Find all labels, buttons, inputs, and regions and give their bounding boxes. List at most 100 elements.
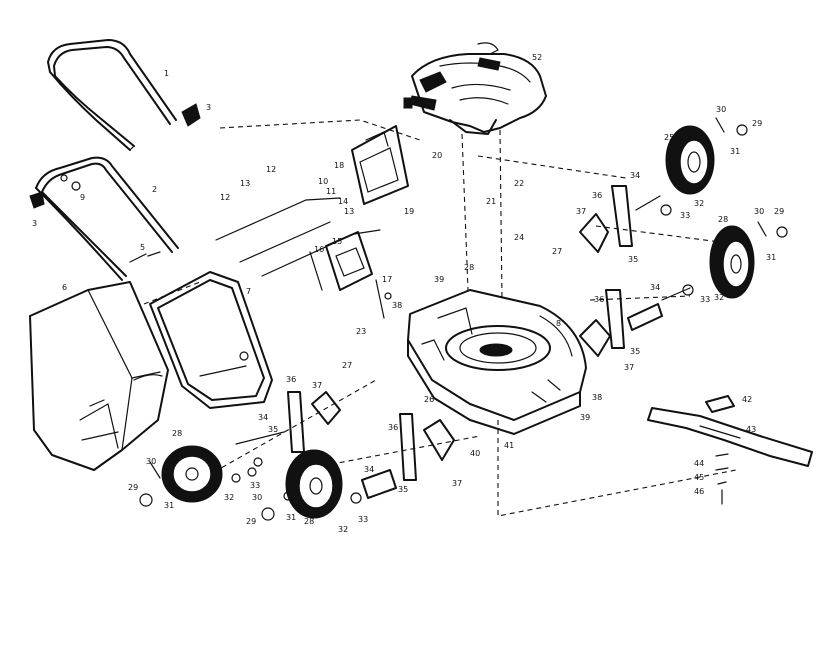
callout-32: 32 [714, 293, 724, 302]
handle-bolt [129, 251, 161, 263]
callout-34: 34 [364, 465, 374, 474]
callout-26: 26 [424, 395, 434, 404]
callout-33: 33 [680, 211, 690, 220]
callout-31: 31 [766, 253, 776, 262]
callout-37: 37 [624, 363, 634, 372]
callout-40: 40 [470, 449, 480, 458]
handle-knob-left [29, 191, 45, 209]
height-adjuster-right-rear [579, 287, 691, 357]
callout-44: 44 [694, 459, 704, 468]
callout-37: 37 [452, 479, 462, 488]
callout-31: 31 [164, 501, 174, 510]
callout-32: 32 [338, 525, 348, 534]
wheel-rear-right [709, 225, 755, 299]
wheel-rear-left [161, 445, 223, 503]
callout-37: 37 [576, 207, 586, 216]
callout-14: 14 [338, 197, 348, 206]
callout-23: 23 [356, 327, 366, 336]
callout-39: 39 [434, 275, 444, 284]
callout-45: 45 [694, 473, 704, 482]
callout-28: 28 [464, 263, 474, 272]
callout-13: 13 [240, 179, 250, 188]
callout-32: 32 [224, 493, 234, 502]
engine [403, 42, 547, 135]
callout-43: 43 [746, 425, 756, 434]
callout-39: 39 [580, 413, 590, 422]
callout-12: 12 [266, 165, 276, 174]
callout-29: 29 [128, 483, 138, 492]
callout-33: 33 [358, 515, 368, 524]
callout-22: 22 [514, 179, 524, 188]
wheel-front-right [665, 125, 715, 195]
bag-frame [149, 271, 273, 409]
height-adjuster-left-front [361, 413, 455, 499]
handle-knob [181, 103, 201, 127]
callout-41: 41 [504, 441, 514, 450]
callout-1: 1 [164, 69, 169, 78]
callout-30: 30 [146, 457, 156, 466]
callout-25: 25 [664, 133, 674, 142]
callout-29: 29 [246, 517, 256, 526]
callout-18: 18 [334, 161, 344, 170]
callout-32: 32 [694, 199, 704, 208]
callout-10: 10 [318, 177, 328, 186]
callout-36: 36 [594, 295, 604, 304]
callout-21: 21 [486, 197, 496, 206]
callout-36: 36 [388, 423, 398, 432]
callout-33: 33 [250, 481, 260, 490]
callout-31: 31 [286, 513, 296, 522]
axle-hardware [139, 117, 788, 521]
blade-adapter [705, 395, 735, 413]
callout-20: 20 [432, 151, 442, 160]
rear-door [351, 125, 409, 205]
callout-42: 42 [742, 395, 752, 404]
callout-35: 35 [628, 255, 638, 264]
callout-3: 3 [206, 103, 211, 112]
blade-bolt-stack [715, 453, 729, 505]
callout-13: 13 [344, 207, 354, 216]
callout-2: 2 [152, 185, 157, 194]
callout-9: 9 [80, 193, 85, 202]
callout-36: 36 [592, 191, 602, 200]
callout-12: 12 [220, 193, 230, 202]
callout-30: 30 [252, 493, 262, 502]
callout-7: 7 [246, 287, 251, 296]
lower-handle [35, 156, 179, 281]
callout-labels: 1 2 3 3 5 6 7 8 9 10 11 12 12 13 13 14 1… [32, 53, 784, 534]
callout-35: 35 [268, 425, 278, 434]
callout-24: 24 [514, 233, 524, 242]
callout-19: 19 [404, 207, 414, 216]
height-adjuster-left-rear [235, 391, 341, 467]
callout-34: 34 [630, 171, 640, 180]
callout-3: 3 [32, 219, 37, 228]
handle-bracket-assembly [215, 197, 392, 319]
blade [647, 407, 813, 467]
height-adjuster-right-front [579, 185, 661, 253]
assembly-guide-lines [143, 119, 737, 517]
grass-bag [29, 281, 169, 471]
callout-8: 8 [556, 319, 561, 328]
wheel-front-left [285, 449, 343, 519]
callout-29: 29 [752, 119, 762, 128]
callout-29: 29 [774, 207, 784, 216]
callout-28: 28 [172, 429, 182, 438]
callout-27: 27 [552, 247, 562, 256]
callout-34: 34 [258, 413, 268, 422]
callout-33: 33 [700, 295, 710, 304]
callout-30: 30 [716, 105, 726, 114]
callout-46: 46 [694, 487, 704, 496]
callout-31: 31 [730, 147, 740, 156]
callout-17: 17 [382, 275, 392, 284]
callout-38: 38 [592, 393, 602, 402]
callout-11: 11 [326, 187, 336, 196]
callout-34: 34 [650, 283, 660, 292]
callout-30: 30 [754, 207, 764, 216]
callout-35: 35 [398, 485, 408, 494]
upper-handle [47, 39, 177, 151]
callout-38: 38 [392, 301, 402, 310]
mower-deck [407, 289, 587, 435]
callout-5: 5 [140, 243, 145, 252]
callout-15: 15 [332, 237, 342, 246]
callout-27: 27 [342, 361, 352, 370]
